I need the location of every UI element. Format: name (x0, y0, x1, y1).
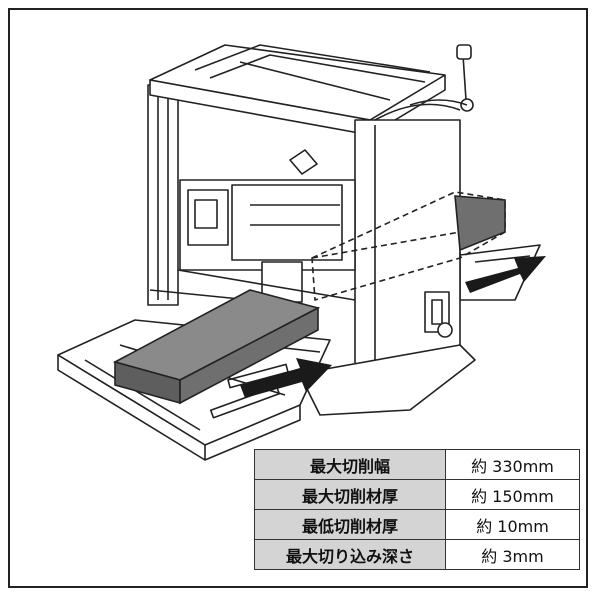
workpiece-board (112, 289, 321, 405)
spec-value: 約 10mm (445, 509, 580, 540)
spec-label: 最大切削材厚 (254, 479, 446, 510)
spec-value: 約 3mm (445, 539, 580, 570)
spec-label: 最低切削材厚 (254, 509, 446, 540)
spec-table: 最大切削幅 約 330mm 最大切削材厚 約 150mm 最低切削材厚 約 10… (254, 449, 580, 570)
spec-row: 最大切削幅 約 330mm (254, 449, 580, 480)
workpiece-board-out (454, 195, 506, 252)
spec-row: 最低切削材厚 約 10mm (254, 509, 580, 540)
spec-label: 最大切削幅 (254, 449, 446, 480)
spec-row: 最大切削材厚 約 150mm (254, 479, 580, 510)
spec-value: 約 150mm (445, 479, 580, 510)
planer-body (147, 44, 476, 416)
crank-handle (409, 44, 474, 112)
feed-arrow (240, 256, 546, 398)
spec-label: 最大切り込み深さ (254, 539, 446, 570)
spec-row: 最大切り込み深さ 約 3mm (254, 539, 580, 570)
spec-value: 約 330mm (445, 449, 580, 480)
